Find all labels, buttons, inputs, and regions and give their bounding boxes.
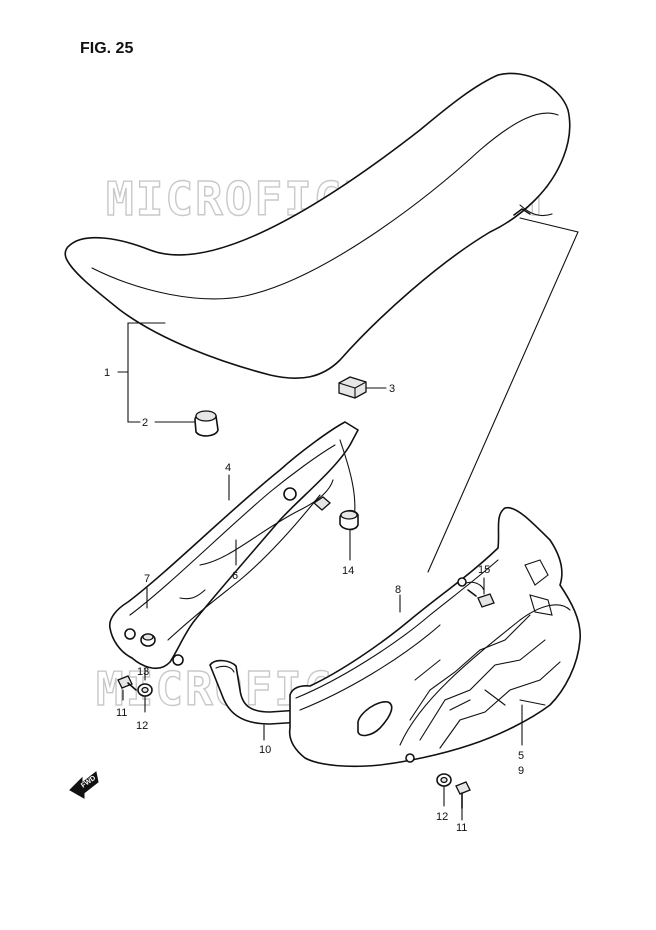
callout-14: 14 (342, 565, 354, 577)
leader-seat-to-cover (427, 217, 579, 573)
side-cover-left (108, 421, 359, 670)
callout-2: 2 (142, 417, 148, 429)
callout-12-right: 12 (436, 811, 448, 823)
washer-12-left (137, 683, 153, 697)
callout-6: 6 (232, 570, 238, 582)
callout-10: 10 (259, 744, 271, 756)
callout-15: 15 (478, 564, 490, 576)
side-cover-emblem-left (199, 479, 334, 566)
callout-12-left: 12 (136, 720, 148, 732)
washer-12-right (436, 773, 452, 787)
callout-13: 13 (137, 666, 149, 678)
seat (64, 72, 571, 380)
callout-1: 1 (104, 367, 110, 379)
callout-7: 7 (144, 573, 150, 585)
fwd-arrow-icon: FWD (69, 771, 99, 799)
callout-4: 4 (225, 462, 231, 474)
seat-damper (338, 376, 367, 399)
frame-tube-10 (209, 659, 303, 725)
bolt-11-right (455, 781, 471, 809)
callout-11-right: 11 (456, 822, 467, 834)
grommet-13 (140, 633, 156, 647)
side-cover-right (288, 506, 581, 768)
callout-5: 5 (518, 750, 524, 762)
grommet-14 (312, 496, 359, 531)
callout-3: 3 (389, 383, 395, 395)
bolt-15 (467, 589, 495, 608)
callout-8: 8 (395, 584, 401, 596)
figure-title: FIG. 25 (80, 40, 133, 57)
callout-9: 9 (518, 765, 524, 777)
bolt-11-left (117, 675, 137, 691)
seat-cushion (194, 410, 219, 437)
callout-11-left: 11 (116, 707, 127, 719)
bracket-1-2 (127, 322, 166, 423)
